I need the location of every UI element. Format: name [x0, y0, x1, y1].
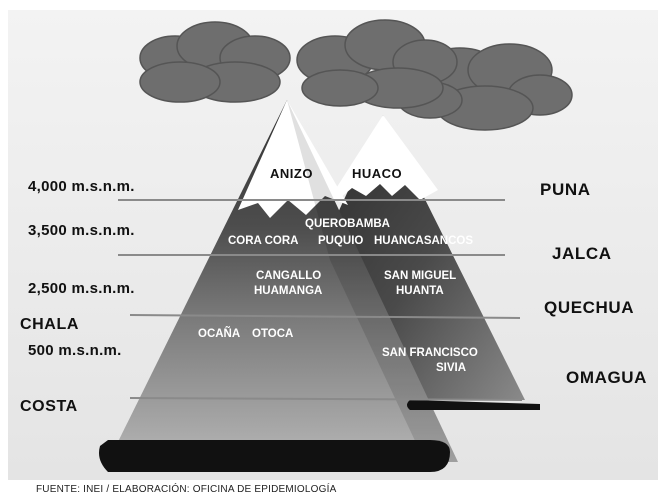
- zone-label-jalca: JALCA: [552, 244, 612, 263]
- altitude-label-2500: 2,500 m.s.n.m.: [28, 280, 135, 297]
- altitude-label-3500: 3,500 m.s.n.m.: [28, 222, 135, 239]
- place-huancasancos: HUANCASANCOS: [374, 235, 474, 247]
- mountain-anizo: [108, 100, 458, 462]
- place-cora-cora: CORA CORA: [228, 235, 299, 247]
- altitude-label-500: 500 m.s.n.m.: [28, 342, 122, 359]
- line-500: [129, 397, 523, 401]
- place-san-miguel: SAN MIGUEL: [384, 270, 457, 282]
- cloud-right-front: [296, 19, 458, 109]
- zone-label-costa: COSTA: [20, 398, 78, 415]
- zone-label-quechua: QUECHUA: [544, 298, 635, 317]
- clouds: [139, 19, 573, 131]
- peak-label-anizo: ANIZO: [270, 166, 313, 181]
- coast-base: [99, 440, 450, 472]
- place-puquio: PUQUIO: [318, 235, 364, 247]
- zone-label-omagua: OMAGUA: [566, 368, 648, 387]
- mountain-huaco: [330, 115, 525, 400]
- line-2500: [129, 314, 521, 319]
- cloud-left: [139, 21, 291, 103]
- place-san-francisco: SAN FRANCISCO: [382, 347, 478, 359]
- place-otoca: OTOCA: [252, 328, 294, 340]
- place-huanta: HUANTA: [396, 285, 444, 297]
- zone-label-chala: CHALA: [20, 316, 79, 333]
- source-caption: FUENTE: INEI / ELABORACIÓN: OFICINA DE E…: [36, 484, 337, 495]
- peak-label-huaco: HUACO: [352, 166, 403, 181]
- zone-label-puna: PUNA: [540, 180, 591, 199]
- altitude-label-4000: 4,000 m.s.n.m.: [28, 178, 135, 195]
- altitude-lines: [118, 199, 523, 401]
- place-querobamba: QUEROBAMBA: [305, 218, 390, 230]
- place-ocana: OCAÑA: [198, 328, 241, 340]
- place-cangallo: CANGALLO: [256, 270, 322, 282]
- place-huamanga: HUAMANGA: [254, 285, 323, 297]
- place-sivia: SIVIA: [436, 362, 467, 374]
- jungle-base: [407, 400, 540, 410]
